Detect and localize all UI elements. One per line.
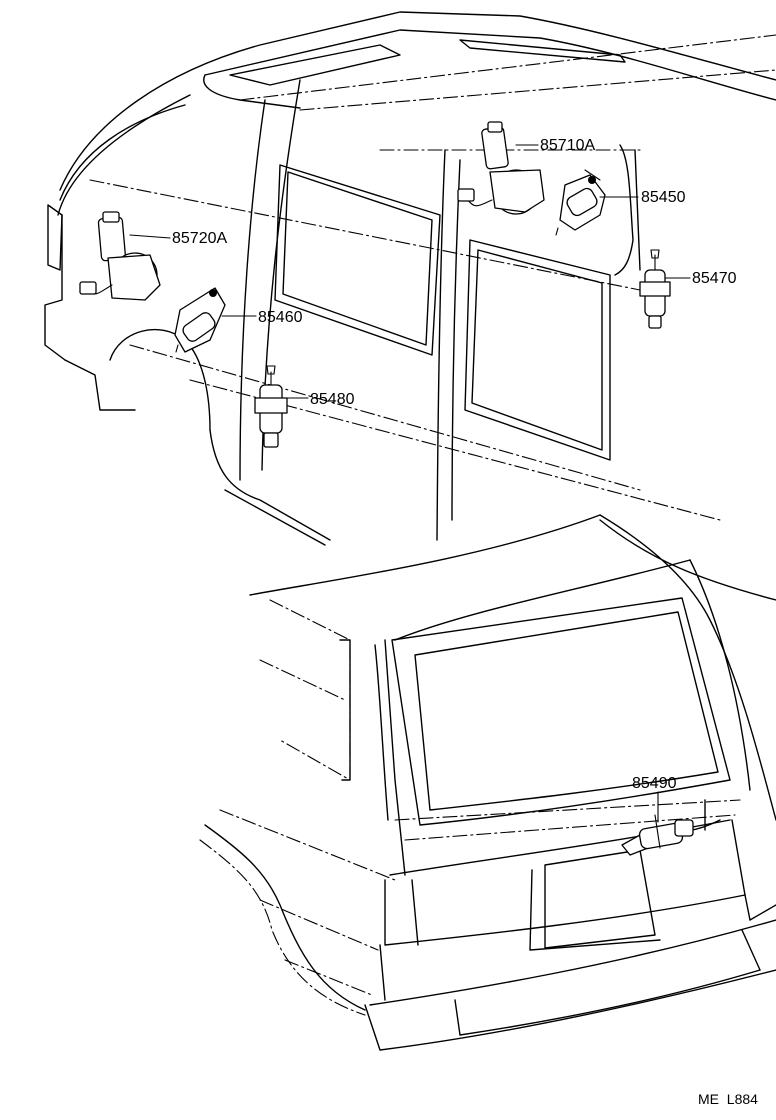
part-labels: 85710A 85450 85720A 85470 85460 85480 85…	[172, 137, 737, 792]
label-85450: 85450	[641, 189, 686, 206]
part-85710a-door-lock-motor	[457, 121, 545, 215]
part-85450-lock-actuator	[555, 169, 606, 236]
part-85490-back-door-actuator	[621, 814, 694, 856]
upper-van-body	[44, 11, 776, 601]
label-85710a: 85710A	[540, 137, 595, 154]
label-85720a: 85720A	[172, 230, 227, 247]
part-85480-lock-solenoid	[254, 365, 288, 448]
label-85460: 85460	[258, 309, 303, 326]
figure-code: ME L884	[698, 1091, 758, 1107]
part-85720a-door-lock-motor	[79, 211, 161, 301]
label-85470: 85470	[692, 270, 737, 287]
part-85470-lock-solenoid	[639, 249, 671, 329]
part-85460-lock-actuator	[174, 287, 226, 353]
lower-van-body	[199, 514, 776, 1051]
label-85480: 85480	[310, 391, 355, 408]
leader-lines	[129, 144, 691, 823]
label-85490: 85490	[632, 775, 677, 792]
